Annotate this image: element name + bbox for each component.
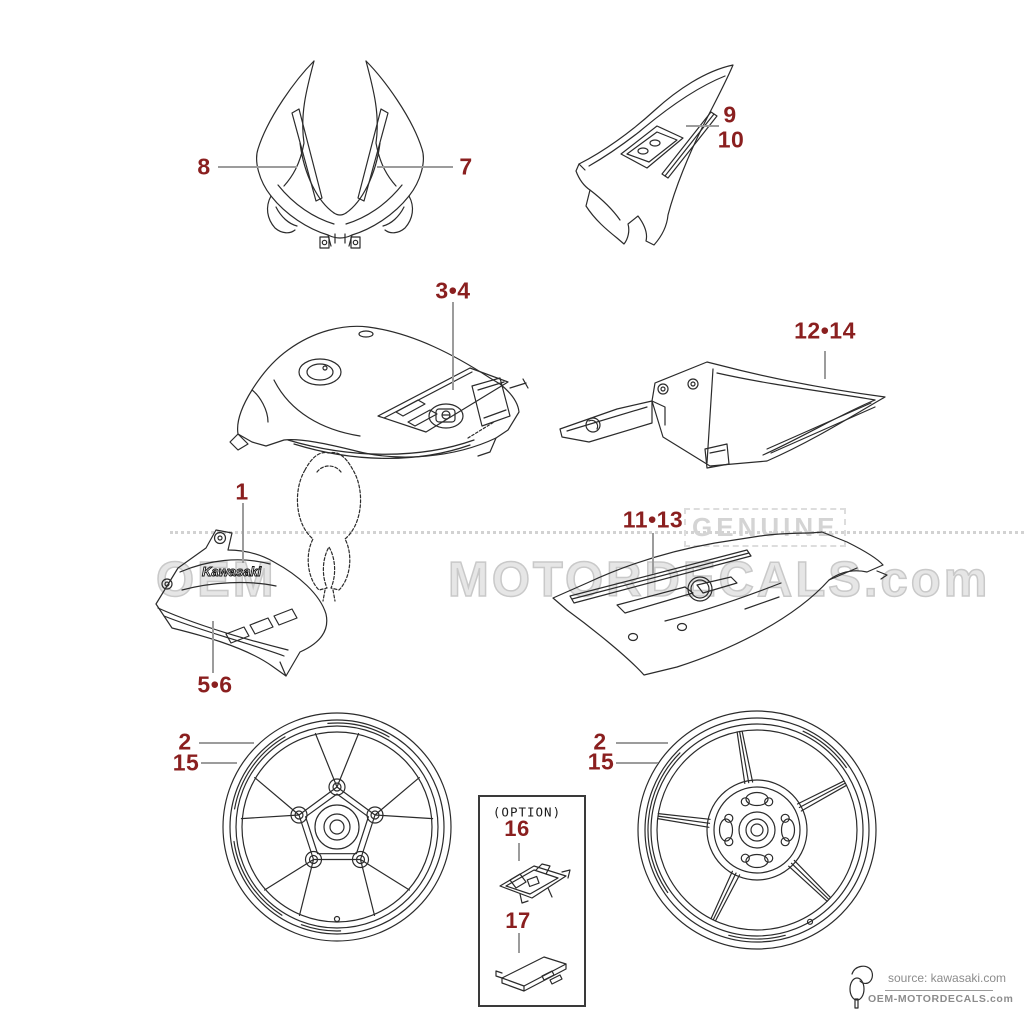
leader-line-11-13 [652, 533, 654, 574]
option-plate-drawing [495, 956, 567, 992]
callout-front-wheel-upper: 2 [178, 728, 192, 755]
callout-rear-side-panel: 11•13 [622, 506, 684, 533]
fuel-tank-drawing [229, 325, 529, 459]
leader-line-front-wheel-2 [199, 742, 254, 744]
footer-source-text: source: kawasaki.com [888, 971, 1007, 985]
callout-rear-wheel-lower: 15 [587, 748, 615, 775]
callout-front-wheel-lower: 15 [172, 749, 200, 776]
callout-lower-cowl: 12•14 [794, 317, 856, 344]
callout-side-fairing-lower: 5•6 [197, 671, 233, 698]
leader-line-5-6 [212, 621, 214, 673]
callout-tail-cover-upper: 9 [723, 101, 737, 128]
leader-line-12-14 [824, 351, 826, 379]
leader-line-17 [518, 933, 520, 953]
upper-cowl-drawing [256, 60, 424, 249]
leader-line-rear-wheel-2 [616, 742, 668, 744]
watermark-mascot-icon [296, 451, 362, 602]
kawasaki-logo-text: Kawasaki [202, 564, 262, 579]
front-wheel-drawing [222, 712, 452, 942]
option-box [478, 795, 586, 1007]
callout-option-17: 17 [505, 908, 531, 933]
rear-wheel-drawing [637, 710, 877, 950]
leader-line-3-4 [452, 302, 454, 390]
option-box-header: (OPTION) [492, 804, 562, 820]
lower-cowl-drawing [559, 361, 886, 469]
footer-mascot-icon [849, 965, 874, 1009]
leader-line-16 [518, 843, 520, 861]
tail-cover-drawing [575, 64, 734, 246]
leader-line-8 [218, 166, 297, 168]
callout-fuel-tank: 3•4 [435, 277, 471, 304]
footer-site-text: OEM-MOTORDECALS.com [868, 993, 1014, 1005]
callout-rear-wheel-upper: 2 [593, 728, 607, 755]
leader-line-front-wheel-15 [201, 762, 237, 764]
footer-divider [885, 990, 993, 991]
leader-line-rear-wheel-15 [616, 762, 658, 764]
rear-side-panel-drawing [552, 531, 888, 676]
option-bracket-drawing [499, 863, 571, 904]
callout-side-fairing-upper: 1 [235, 478, 249, 505]
watermark-genuine-stamp: GENUINE [684, 508, 847, 547]
callout-option-16: 16 [504, 816, 530, 841]
side-fairing-drawing: Kawasaki [155, 529, 328, 677]
callout-upper-cowl-left: 8 [197, 153, 211, 180]
leader-line-1 [242, 503, 244, 563]
callout-tail-cover-lower: 10 [717, 126, 745, 153]
leader-line-9-10 [686, 125, 719, 127]
watermark-divider-line [170, 531, 1024, 534]
leader-line-7 [377, 166, 453, 168]
callout-upper-cowl-right: 7 [459, 153, 473, 180]
